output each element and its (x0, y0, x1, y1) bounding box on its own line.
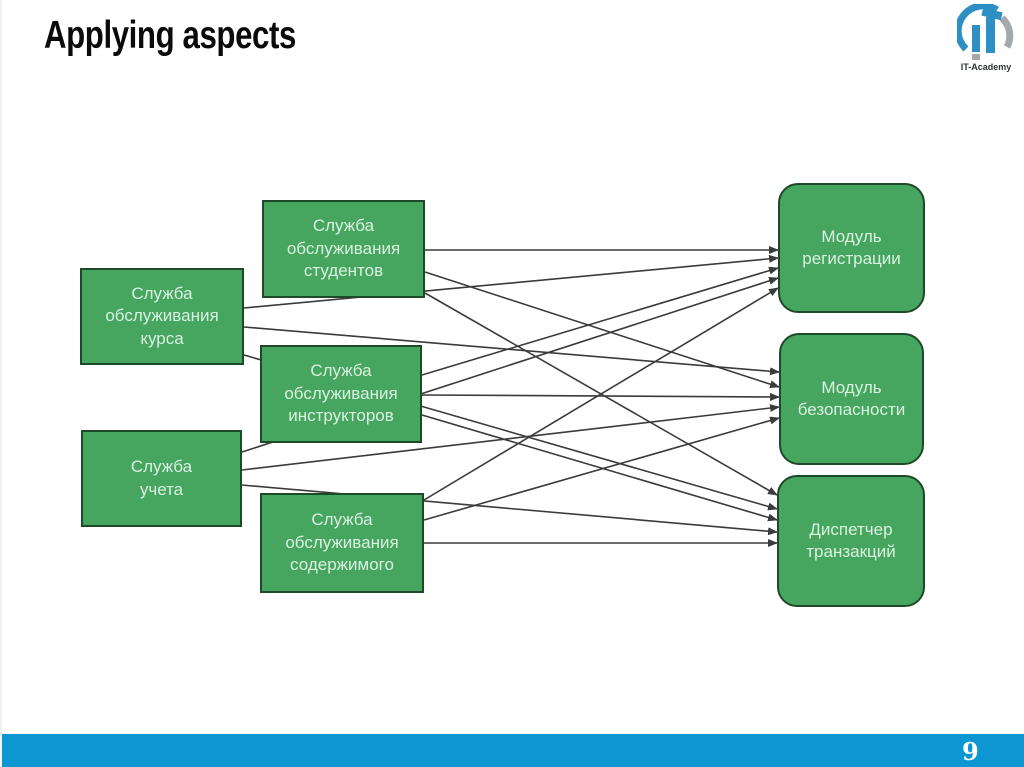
edge-content-service-to-registration-module (423, 287, 779, 501)
it-academy-logo-text: IT-Academy (960, 62, 1012, 72)
node-instructors-service: Служба обслуживания инструкторов (260, 345, 422, 443)
slide-title: Applying aspects (44, 14, 296, 57)
node-accounting-service: Служба учета (81, 430, 242, 527)
edge-course-service-to-security-module (243, 326, 780, 376)
node-security-module: Модуль безопасности (779, 333, 924, 465)
edge-accounting-service-to-security-module (241, 404, 780, 471)
edge-instructors-service-to-transaction-dispatcher (421, 414, 778, 522)
node-course-service: Служба обслуживания курса (80, 268, 244, 365)
edge-content-service-to-security-module (423, 416, 780, 521)
page-number: 9 (962, 737, 979, 766)
it-academy-logo: IT-Academy (954, 4, 1018, 72)
edge-accounting-service-to-transaction-dispatcher (241, 484, 778, 536)
footer-bar: 9 (2, 734, 1024, 767)
it-academy-logo-icon (957, 4, 1014, 60)
node-registration-module: Модуль регистрации (778, 183, 925, 313)
edge-students-service-to-security-module (424, 271, 780, 389)
edge-instructors-service-to-registration-module (421, 266, 779, 376)
edge-course-service-to-registration-module (243, 254, 779, 309)
node-students-service: Служба обслуживания студентов (262, 200, 425, 298)
edge-instructors-service-to-security-module (421, 392, 780, 401)
node-content-service: Служба обслуживания содержимого (260, 493, 424, 593)
node-transaction-dispatcher: Диспетчер транзакций (777, 475, 925, 607)
